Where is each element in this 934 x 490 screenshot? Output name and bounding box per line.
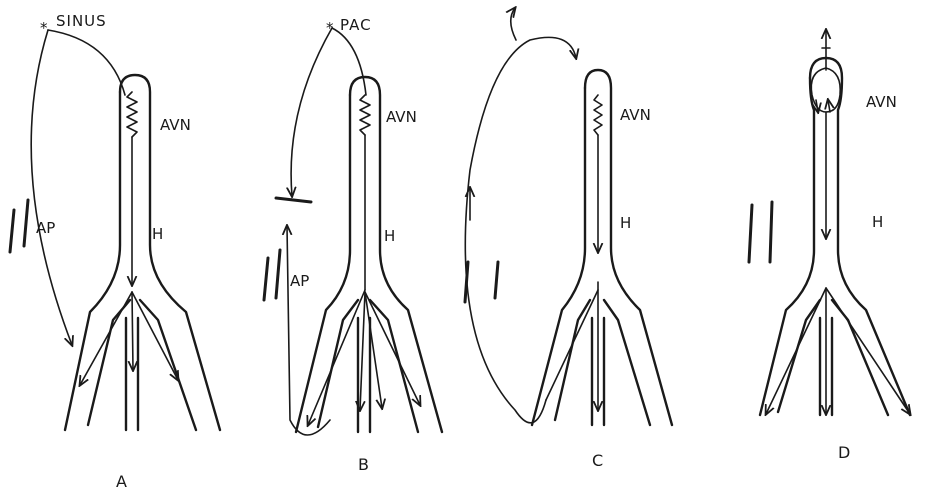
bundle-label-c: H [620,214,631,232]
bundle-label-d: H [872,213,883,231]
source-star-a: * [40,19,49,37]
bundle-label-b: H [384,227,395,245]
conduction-system-b [296,77,442,432]
source-label-a: SINUS [56,12,107,30]
source-label-b: PAC [340,16,372,34]
node-conduction-a [80,92,178,385]
panel-b: * PAC AVN H AP B [264,16,442,474]
source-star-b: * [326,19,335,37]
ap-label-a: AP [36,219,55,237]
node-conduction-c [546,95,602,410]
accessory-pathway-c [465,8,576,423]
node-label-d: AVN [866,93,897,111]
conduction-system-a [65,75,220,430]
bundle-label-a: H [152,225,163,243]
node-label-a: AVN [160,116,191,134]
conduction-system-c [532,70,672,425]
node-label-b: AVN [386,108,417,126]
node-label-c: AVN [620,106,651,124]
ap-label-b: AP [290,272,309,290]
panel-a: * SINUS AVN H AP A [10,12,220,490]
accessory-pathway-d [749,202,772,262]
panel-d: AVN H D [749,30,910,462]
panel-c: AVN H C [465,8,672,470]
panel-caption-b: B [358,455,369,474]
accessory-pathway-a [10,30,125,345]
panel-caption-c: C [592,451,603,470]
conduction-system-d [760,58,910,415]
panel-caption-a: A [116,472,127,490]
panel-caption-d: D [838,443,850,462]
